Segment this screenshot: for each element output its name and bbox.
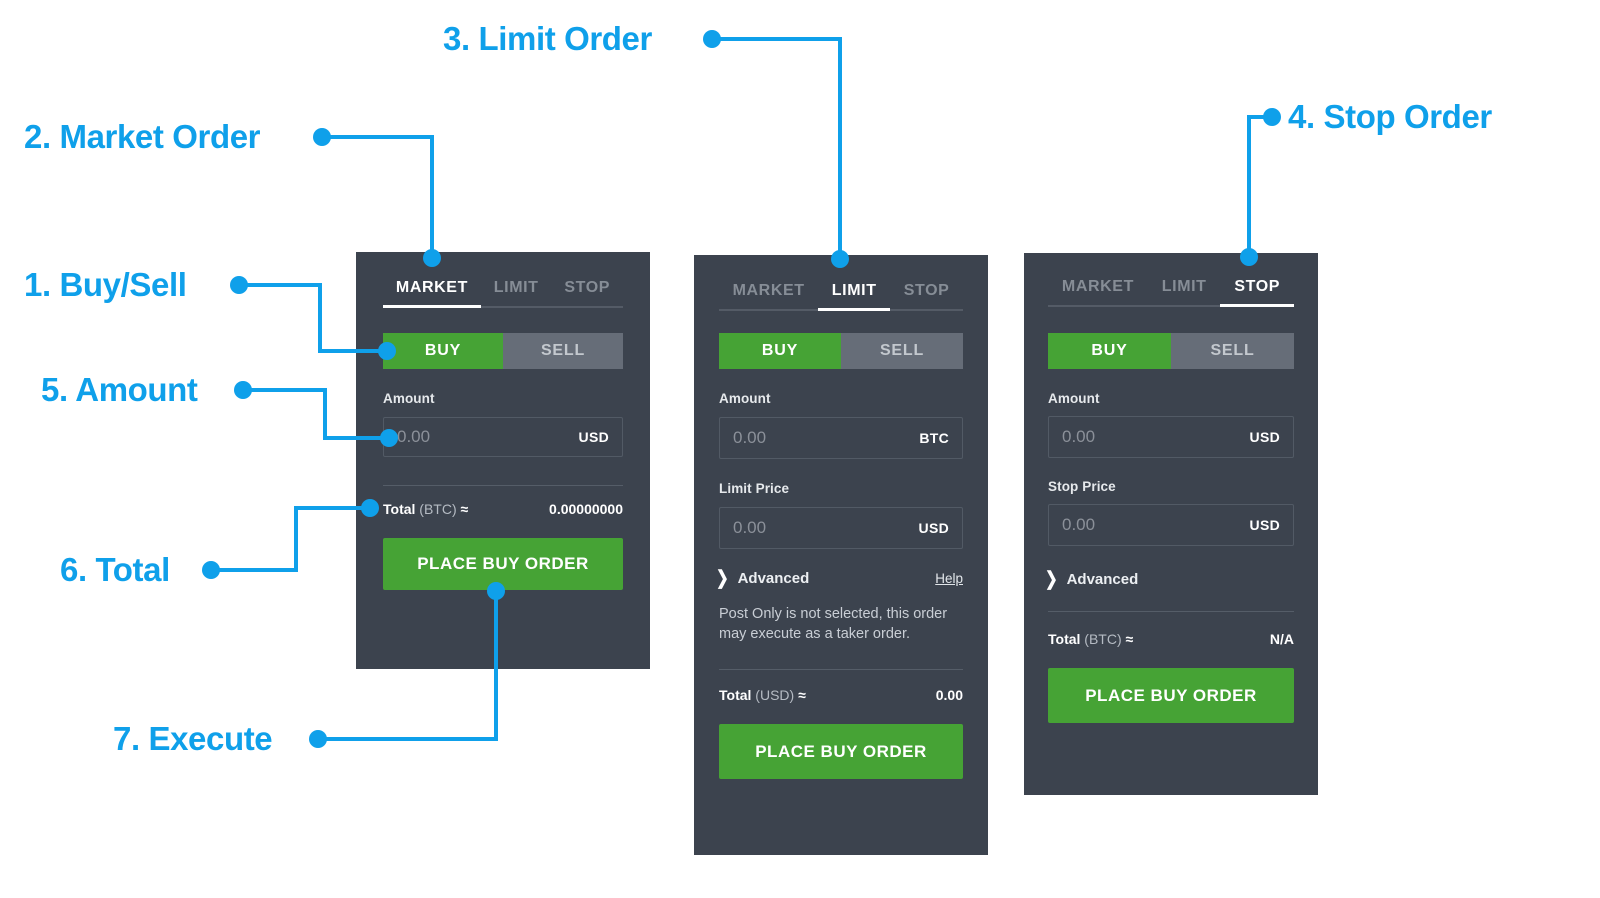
total-label: Total (BTC) ≈ xyxy=(383,501,468,517)
connector-dot xyxy=(230,276,248,294)
order-type-tabs-limit: MARKET LIMIT STOP xyxy=(719,282,963,311)
tab-market[interactable]: MARKET xyxy=(1061,278,1134,295)
stop-price-input-unit: USD xyxy=(1249,517,1280,533)
limit-price-input-unit: USD xyxy=(918,520,949,536)
sell-button[interactable]: SELL xyxy=(503,333,623,369)
chevron-right-icon: ❯ xyxy=(1045,568,1058,591)
tab-limit[interactable]: LIMIT xyxy=(818,282,891,311)
total-currency: (BTC) xyxy=(419,501,457,517)
approx-icon: ≈ xyxy=(460,501,469,517)
annotation-limit-order: 3. Limit Order xyxy=(443,20,652,57)
limit-price-input[interactable]: 0.00 USD xyxy=(719,507,963,549)
order-panel-stop: MARKET LIMIT STOP BUY SELL Amount 0.00 U… xyxy=(1024,253,1318,795)
connector-dot xyxy=(1263,108,1281,126)
buy-sell-toggle-limit: BUY SELL xyxy=(719,333,963,369)
help-link[interactable]: Help xyxy=(935,571,963,586)
advanced-toggle[interactable]: ❯ Advanced xyxy=(716,567,810,590)
advanced-label: Advanced xyxy=(1066,571,1139,588)
buy-button[interactable]: BUY xyxy=(383,333,503,369)
total-label: Total (USD) ≈ xyxy=(719,687,806,703)
approx-icon: ≈ xyxy=(1125,631,1134,647)
tab-stop[interactable]: STOP xyxy=(903,282,950,299)
stop-price-input[interactable]: 0.00 USD xyxy=(1048,504,1294,546)
buy-button[interactable]: BUY xyxy=(1048,333,1171,369)
place-buy-order-button[interactable]: PLACE BUY ORDER xyxy=(1048,668,1294,723)
order-panel-market: MARKET LIMIT STOP BUY SELL Amount 0.00 U… xyxy=(356,252,650,669)
stop-price-input-placeholder: 0.00 xyxy=(1062,515,1096,534)
amount-input[interactable]: 0.00 USD xyxy=(1048,416,1294,458)
post-only-note: Post Only is not selected, this order ma… xyxy=(719,606,948,642)
total-label-text: Total xyxy=(383,501,416,517)
tab-stop[interactable]: STOP xyxy=(1220,278,1294,307)
amount-input-unit: USD xyxy=(578,429,609,445)
sell-button[interactable]: SELL xyxy=(1171,333,1294,369)
annotation-amount: 5. Amount xyxy=(41,371,198,408)
buy-sell-toggle-market: BUY SELL xyxy=(383,333,623,369)
total-row-market: Total (BTC) ≈ 0.00000000 xyxy=(383,501,623,517)
annotation-execute: 7. Execute xyxy=(113,720,273,757)
limit-price-input-placeholder: 0.00 xyxy=(733,518,767,537)
tab-stop[interactable]: STOP xyxy=(564,279,611,296)
amount-input[interactable]: 0.00 BTC xyxy=(719,417,963,459)
tab-market[interactable]: MARKET xyxy=(732,282,805,299)
total-currency: (USD) xyxy=(755,687,795,703)
divider xyxy=(719,669,963,670)
connector-dot xyxy=(202,561,220,579)
amount-label: Amount xyxy=(383,391,435,406)
place-buy-order-button[interactable]: PLACE BUY ORDER xyxy=(719,724,963,779)
amount-label: Amount xyxy=(1048,391,1100,406)
amount-label: Amount xyxy=(719,391,771,406)
order-type-tabs-stop: MARKET LIMIT STOP xyxy=(1048,278,1294,307)
connector-dot xyxy=(703,30,721,48)
advanced-label: Advanced xyxy=(737,570,810,587)
stop-price-label: Stop Price xyxy=(1048,479,1116,494)
amount-input-unit: BTC xyxy=(919,430,949,446)
total-label: Total (BTC) ≈ xyxy=(1048,631,1133,647)
connector-dot xyxy=(313,128,331,146)
annotation-total: 6. Total xyxy=(60,551,170,588)
tab-limit[interactable]: LIMIT xyxy=(1161,278,1207,295)
advanced-toggle[interactable]: ❯ Advanced xyxy=(1045,568,1139,591)
buy-button[interactable]: BUY xyxy=(719,333,841,369)
amount-input-placeholder: 0.00 xyxy=(733,428,767,447)
place-buy-order-button[interactable]: PLACE BUY ORDER xyxy=(383,538,623,590)
advanced-row: ❯ Advanced xyxy=(1045,568,1294,591)
total-row-limit: Total (USD) ≈ 0.00 xyxy=(719,687,963,703)
amount-input-unit: USD xyxy=(1249,429,1280,445)
limit-price-label: Limit Price xyxy=(719,481,790,496)
total-currency: (BTC) xyxy=(1084,631,1122,647)
annotation-market-order: 2. Market Order xyxy=(24,118,261,155)
sell-button[interactable]: SELL xyxy=(841,333,963,369)
buy-sell-toggle-stop: BUY SELL xyxy=(1048,333,1294,369)
total-label-text: Total xyxy=(1048,631,1081,647)
annotation-buy-sell: 1. Buy/Sell xyxy=(24,266,187,303)
total-value: 0.00000000 xyxy=(549,501,623,517)
tab-market[interactable]: MARKET xyxy=(383,279,481,308)
divider xyxy=(1048,611,1294,612)
order-panel-limit: MARKET LIMIT STOP BUY SELL Amount 0.00 B… xyxy=(694,255,988,855)
amount-input[interactable]: 0.00 USD xyxy=(383,417,623,457)
order-type-tabs-market: MARKET LIMIT STOP xyxy=(383,279,623,308)
tab-limit[interactable]: LIMIT xyxy=(493,279,539,296)
amount-input-placeholder: 0.00 xyxy=(397,427,431,446)
annotation-stop-order: 4. Stop Order xyxy=(1288,98,1492,135)
connector-dot xyxy=(234,381,252,399)
connector-dot xyxy=(309,730,327,748)
divider xyxy=(383,485,623,486)
amount-input-placeholder: 0.00 xyxy=(1062,427,1096,446)
total-value: N/A xyxy=(1269,631,1294,647)
chevron-right-icon: ❯ xyxy=(716,567,729,590)
total-value: 0.00 xyxy=(935,687,963,703)
approx-icon: ≈ xyxy=(798,687,806,703)
advanced-row: ❯ Advanced Help xyxy=(716,567,963,590)
total-row-stop: Total (BTC) ≈ N/A xyxy=(1048,631,1294,647)
total-label-text: Total xyxy=(719,687,752,703)
